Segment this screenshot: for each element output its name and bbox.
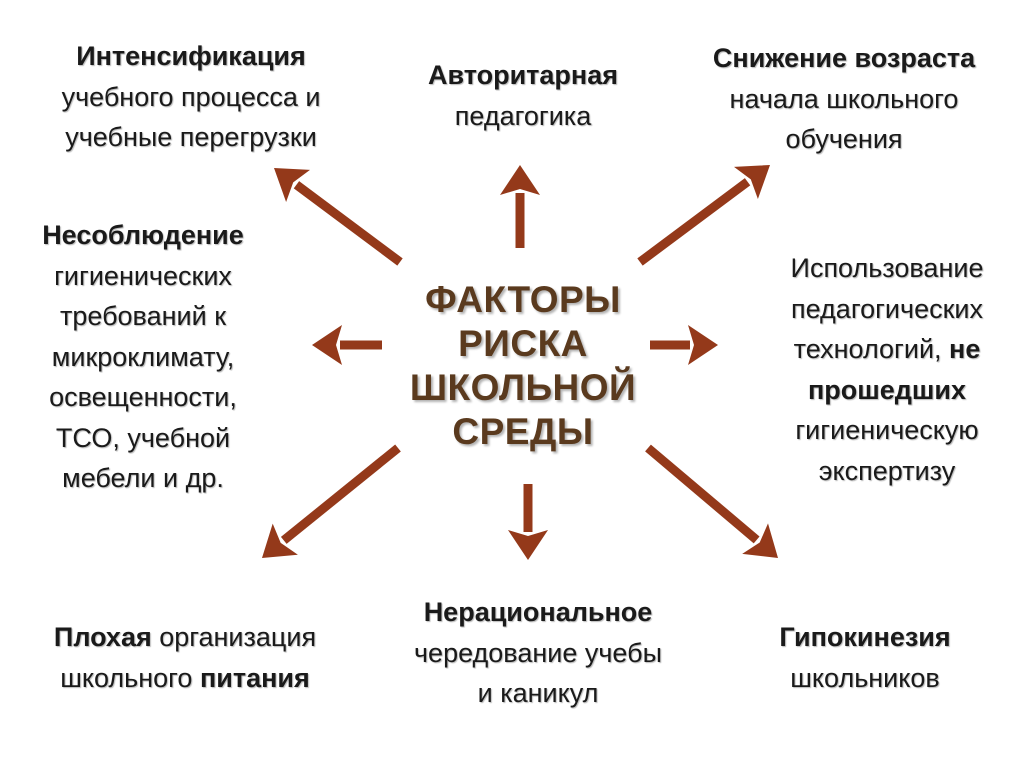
factor-tech-line-3-bold: не xyxy=(949,334,981,364)
factor-tech-line-5: гигиеническую xyxy=(795,415,979,445)
center-title-line-2: РИСКА xyxy=(458,323,588,365)
factor-early-age-line-3: обучения xyxy=(785,124,903,154)
arrow-to-authoritarian-head xyxy=(500,165,540,195)
arrow-to-nutrition xyxy=(262,444,401,558)
arrow-to-authoritarian xyxy=(500,165,540,248)
factor-hypokinesia-title: Гипокинезия xyxy=(779,622,951,652)
arrow-to-technologies-head xyxy=(688,325,718,365)
arrow-to-hypokinesia-shaft xyxy=(645,444,760,544)
factor-early-school-age: Снижение возраста начала школьного обуче… xyxy=(684,38,1004,160)
factor-tech-line-6: экспертизу xyxy=(818,455,956,486)
factor-intensification-title: Интенсификация xyxy=(76,41,306,71)
center-title: ФАКТОРЫ РИСКА ШКОЛЬНОЙ СРЕДЫ xyxy=(392,278,654,454)
factor-tech-line-4: прошедших xyxy=(807,374,967,405)
factor-nutrition-plain-2: школьного xyxy=(60,662,200,693)
arrow-to-nutrition-head xyxy=(262,523,298,558)
factor-hygiene-line-6: ТСО, учебной xyxy=(55,422,231,453)
factor-nutrition-bold-1: Плохая xyxy=(53,622,152,652)
factor-untested-technologies: Использование педагогических технологий,… xyxy=(752,248,1022,491)
arrow-to-early-age-shaft xyxy=(637,178,751,266)
center-title-line-1: ФАКТОРЫ xyxy=(425,279,621,320)
factor-schedule-line-3: и каникул xyxy=(477,678,599,708)
arrow-to-hygiene-head xyxy=(312,325,342,365)
factor-intensification: Интенсификация учебного процесса и учебн… xyxy=(16,36,366,158)
arrow-to-hygiene xyxy=(312,325,382,365)
factor-early-age-title: Снижение возраста xyxy=(712,43,976,73)
arrow-to-early-age-head xyxy=(734,165,770,199)
arrow-to-intensification-shaft xyxy=(293,181,403,266)
factor-irrational-schedule: Нерациональное чередование учебы и каник… xyxy=(380,592,696,714)
factor-hypokinesia-line-2: школьников xyxy=(790,662,940,693)
arrow-to-schedule-head xyxy=(508,530,548,560)
arrow-to-intensification-head xyxy=(274,168,310,202)
factor-hypokinesia: Гипокинезия школьников xyxy=(740,617,990,698)
factor-nutrition-bold-2: питания xyxy=(199,662,310,693)
arrow-to-hypokinesia-head xyxy=(742,523,778,558)
factor-schedule-line-2: чередование учебы xyxy=(413,637,662,668)
factor-authoritarian-pedagogy: Авторитарная педагогика xyxy=(392,55,654,136)
factor-tech-line-3: технологий, xyxy=(793,334,950,364)
factor-poor-nutrition: Плохая организация школьного питания xyxy=(20,617,350,698)
factor-hygiene-line-5: освещенности, xyxy=(49,382,237,412)
center-title-line-3: ШКОЛЬНОЙ xyxy=(409,367,637,409)
arrow-to-intensification xyxy=(274,168,403,266)
factor-hygiene-line-4: микроклимату, xyxy=(51,341,235,372)
factor-authoritarian-title: Авторитарная xyxy=(427,60,618,90)
arrow-to-early-age xyxy=(637,165,770,266)
arrow-to-technologies xyxy=(650,325,718,365)
factor-schedule-title: Нерациональное xyxy=(423,597,653,627)
arrow-to-schedule xyxy=(508,484,548,560)
arrow-group xyxy=(262,165,778,560)
factor-tech-line-2: педагогических xyxy=(791,293,983,324)
factor-early-age-line-2: начала школьного xyxy=(729,83,959,114)
factor-hygiene-line-2: гигиенических xyxy=(54,260,232,291)
factor-hygiene-line-3: требований к xyxy=(59,301,227,331)
factor-intensification-line-2: учебного процесса и xyxy=(61,81,321,112)
factor-nutrition-plain-1: организация xyxy=(151,622,317,652)
factor-tech-line-1: Использование xyxy=(790,253,984,283)
arrow-to-hypokinesia xyxy=(645,444,778,558)
arrow-to-nutrition-shaft xyxy=(280,444,401,544)
center-title-line-4: СРЕДЫ xyxy=(452,411,594,453)
factor-hygiene-line-7: мебели и др. xyxy=(62,463,224,493)
factor-hygiene-noncompliance: Несоблюдение гигиенических требований к … xyxy=(14,215,272,499)
factor-authoritarian-line-2: педагогика xyxy=(454,100,592,131)
factor-intensification-line-3: учебные перегрузки xyxy=(65,122,317,152)
factor-hygiene-title: Несоблюдение xyxy=(42,220,244,250)
